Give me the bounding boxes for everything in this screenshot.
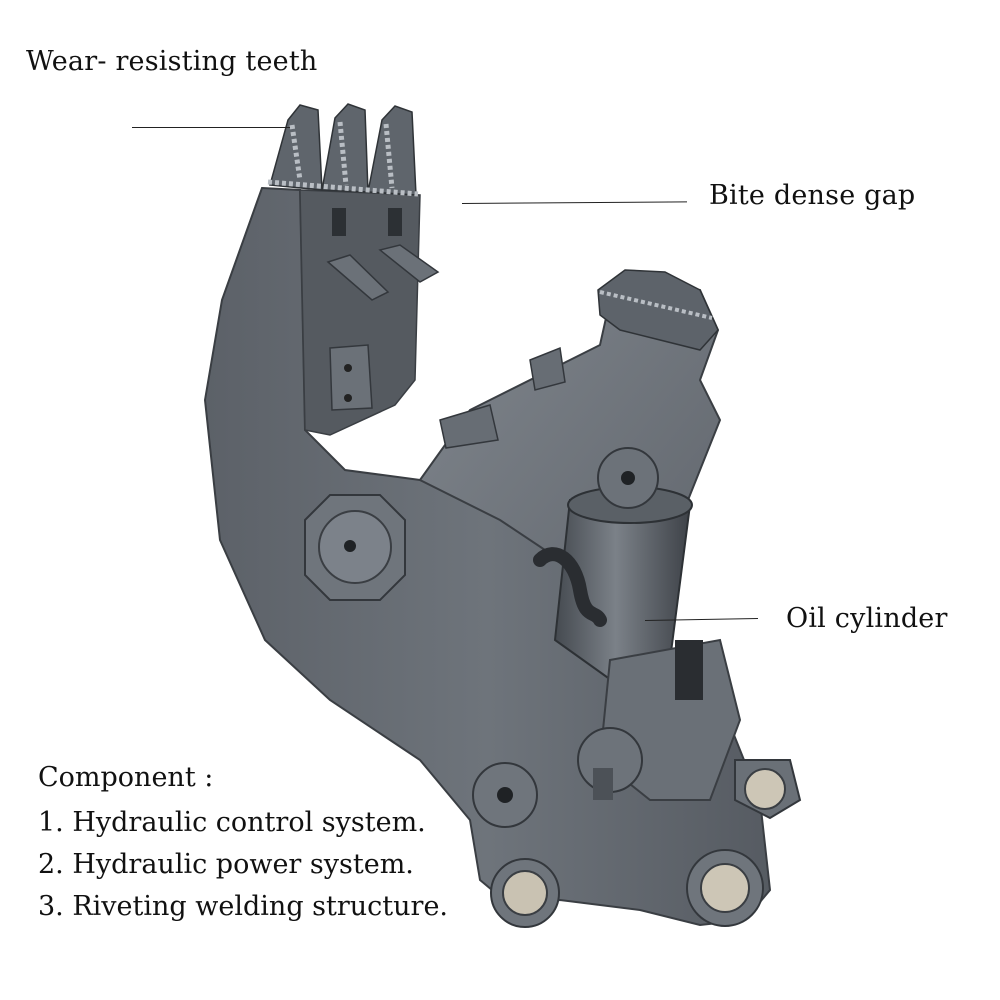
moving-jaw-teeth (597, 269, 719, 351)
mounting-hole-2 (686, 849, 764, 927)
upper-pivot-pin (597, 447, 659, 509)
component-item-3: 3. Riveting welding structure. (38, 891, 449, 922)
mounting-hole-3 (734, 759, 802, 820)
wear-teeth (269, 103, 417, 196)
mounting-hole-1 (490, 858, 560, 928)
weld-bead (267, 121, 419, 197)
component-title: Component : (38, 762, 214, 793)
component-list: Component : 1. Hydraulic control system.… (38, 762, 448, 933)
callout-wear-teeth: Wear- resisting teeth (26, 46, 318, 77)
mounting-boss-lower-left (472, 762, 538, 828)
callout-oil-cylinder: Oil cylinder (786, 603, 948, 634)
callout-bite-gap: Bite dense gap (709, 180, 916, 211)
component-item-1: 1. Hydraulic control system. (38, 807, 426, 838)
cylinder-rod-pin (577, 727, 643, 800)
leader-line-teeth (132, 127, 290, 128)
component-item-2: 2. Hydraulic power system. (38, 849, 414, 880)
main-pivot-boss (304, 494, 406, 601)
hydraulic-hose (533, 547, 607, 627)
